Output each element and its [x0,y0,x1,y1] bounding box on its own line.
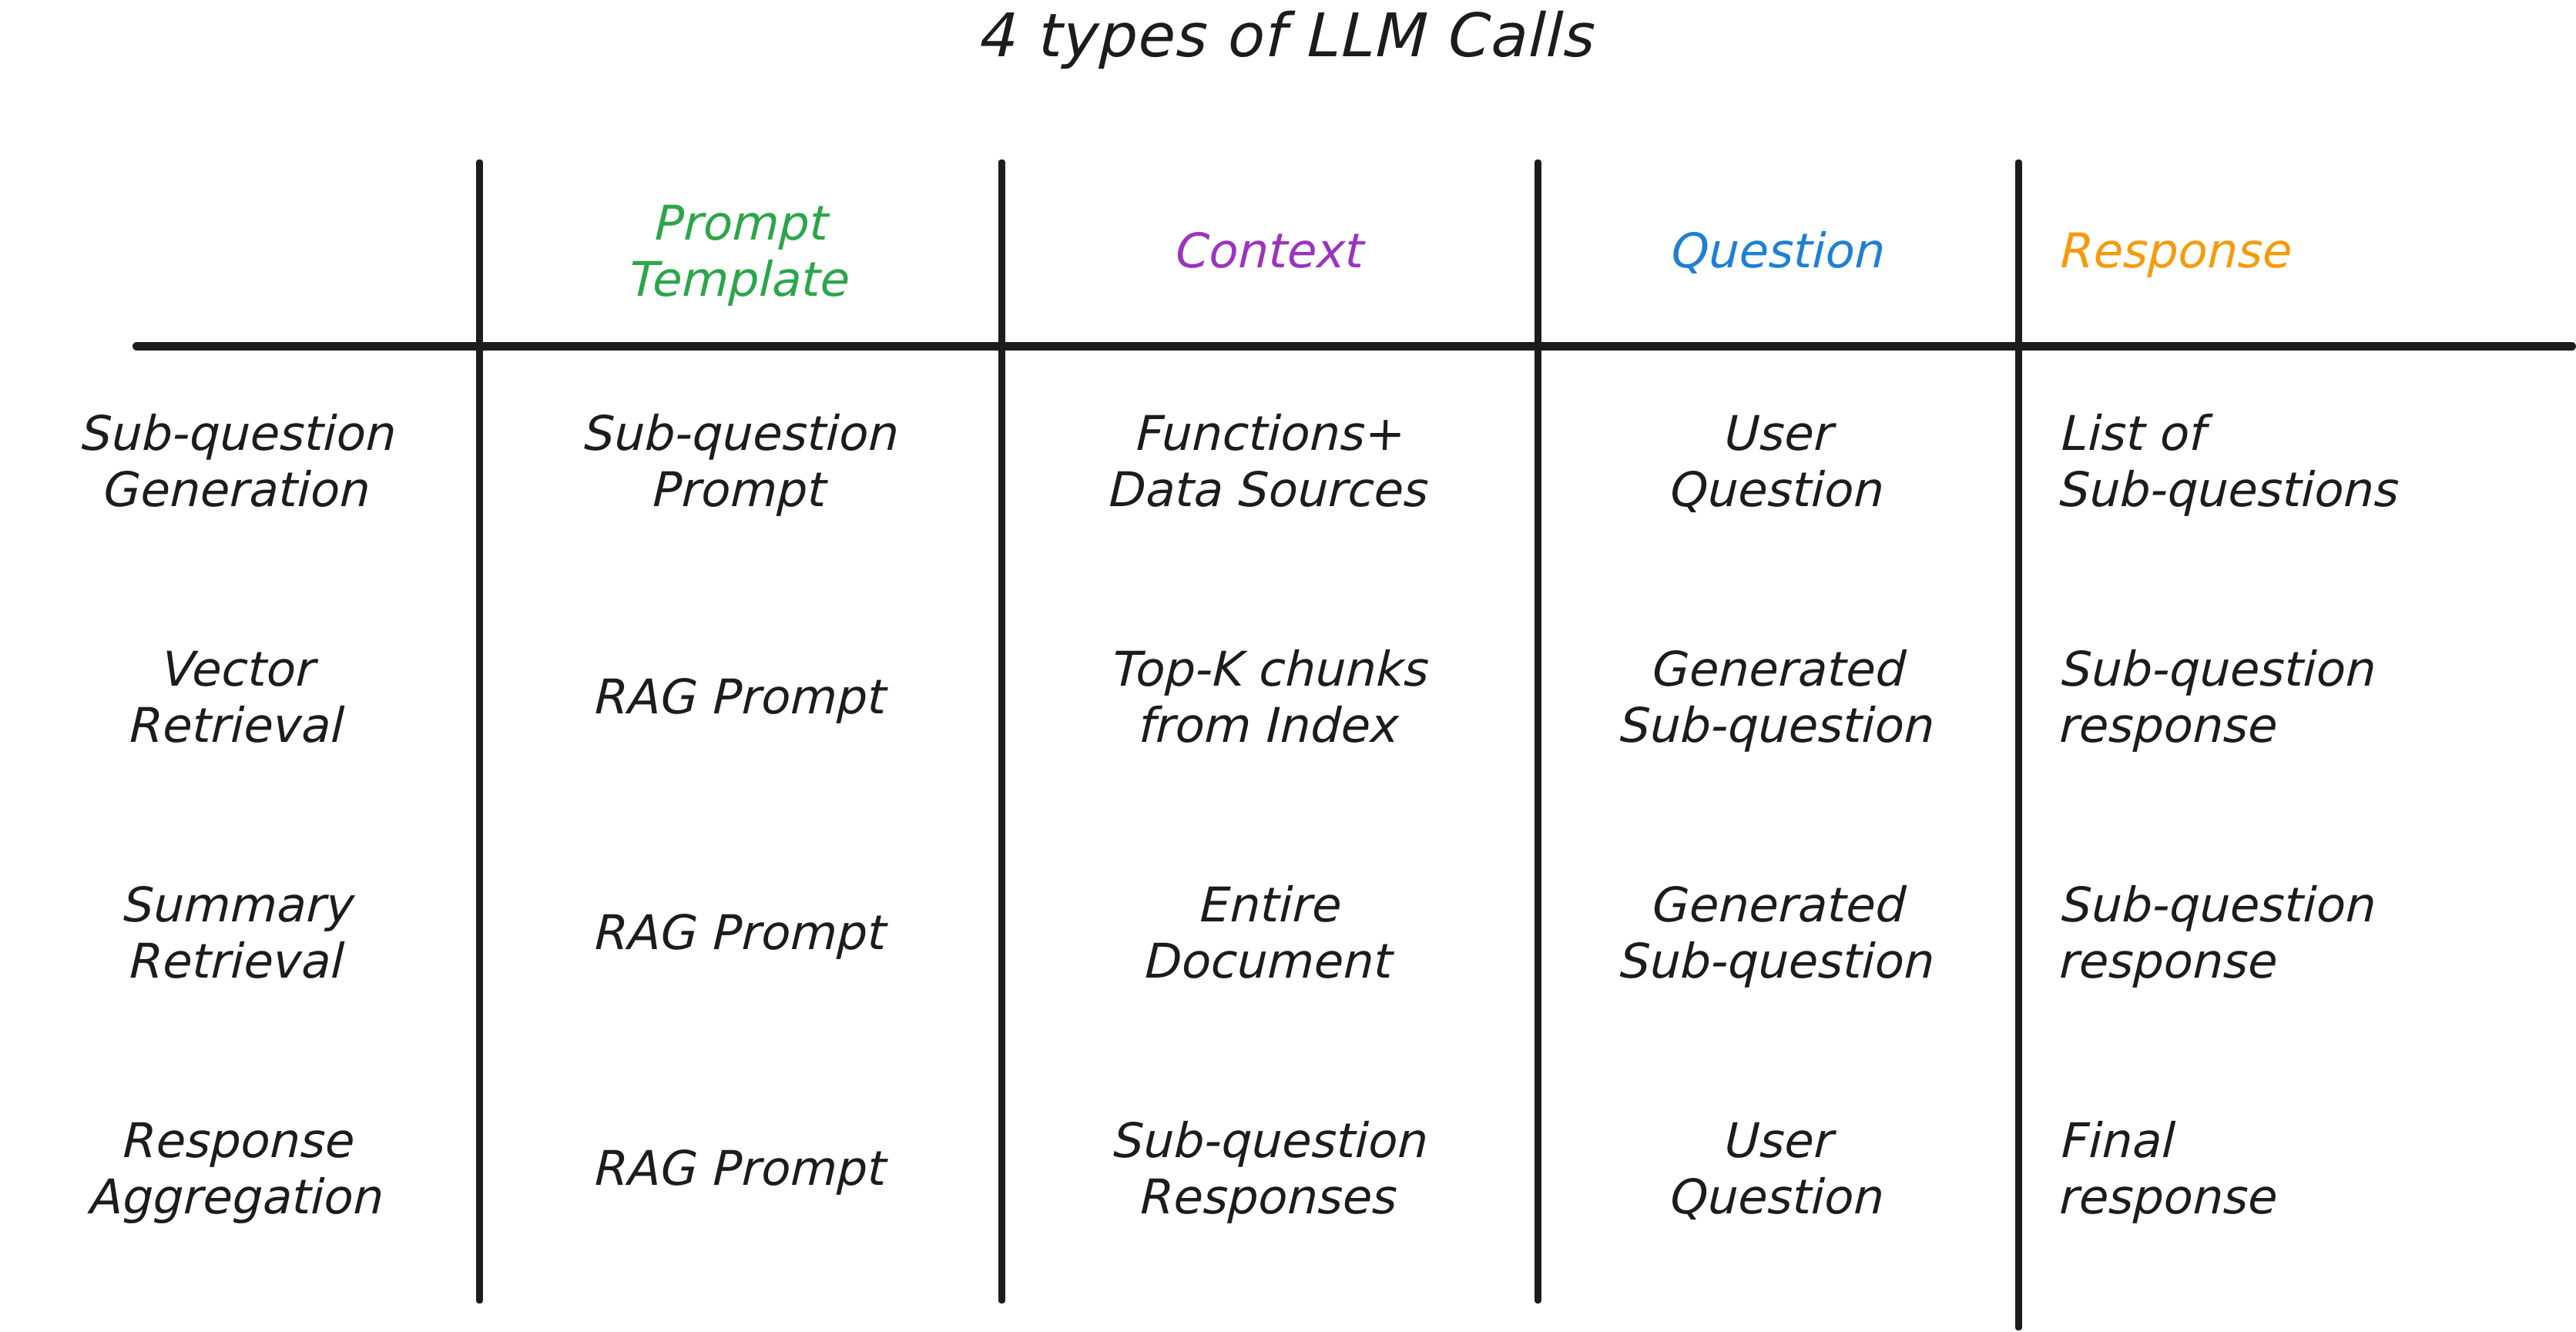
cell-prompt-template-line1: RAG Prompt [594,904,887,961]
row-label-line2: Retrieval [129,697,346,753]
cell-context: Sub-question Responses [1002,1072,1538,1265]
cell-question: User Question [1538,365,2019,558]
row-label-line2: Retrieval [129,933,346,989]
cell-question: User Question [1538,1072,2019,1265]
cell-question-line2: Sub-question [1618,933,1936,989]
cell-context-line2: from Index [1138,697,1400,753]
cell-question-line1: User [1723,1112,1835,1169]
column-header-prompt-template-line1: Prompt [654,194,830,251]
cell-prompt-template: RAG Prompt [480,601,1002,793]
cell-context-line1: Entire [1199,876,1343,933]
cell-response-line2: response [2058,933,2279,989]
cell-question-line1: Generated [1652,876,1907,933]
cell-question-line1: Generated [1652,640,1907,697]
column-header-context: Context [1002,163,1538,339]
column-header-prompt-template: Prompt Template [480,163,1001,339]
column-header-question-label: Question [1670,223,1887,280]
cell-response-line1: Sub-question [2061,640,2377,697]
column-header-response-label: Response [2059,223,2293,280]
cell-response: Sub-question response [2019,601,2576,793]
cell-prompt-template-line1: Sub-question [583,404,901,461]
cell-response: List of Sub-questions [2019,365,2576,558]
cell-prompt-template-line1: RAG Prompt [594,669,887,726]
cell-question-line2: Question [1669,1169,1886,1225]
cell-question: Generated Sub-question [1538,601,2019,793]
header-separator-line [132,342,2576,351]
cell-response-line2: Sub-questions [2058,461,2400,518]
cell-context-line1: Top-K chunks [1112,640,1431,697]
cell-response-line1: Sub-question [2061,876,2377,933]
row-label-line1: Summary [122,876,356,933]
row-label-line2: Aggregation [89,1169,385,1225]
cell-context: Top-K chunks from Index [1002,601,1538,793]
cell-response-line1: Final [2061,1112,2176,1169]
table-row: Summary Retrieval [0,837,479,1029]
cell-context-line2: Document [1144,933,1394,989]
cell-context: Functions+ Data Sources [1002,365,1538,558]
cell-question-line2: Sub-question [1618,697,1936,753]
column-header-question: Question [1538,163,2018,339]
cell-context-line1: Sub-question [1112,1112,1430,1169]
page-title: 4 types of LLM Calls [978,2,1598,71]
cell-question: Generated Sub-question [1538,837,2019,1029]
row-label-line2: Generation [102,461,371,518]
cell-prompt-template-line2: Prompt [652,461,827,518]
cell-question-line2: Question [1669,461,1886,518]
cell-context-line1: Functions+ [1135,404,1407,461]
column-divider-3 [1535,159,1541,1303]
column-divider-4 [2015,159,2022,1330]
cell-prompt-template-line1: RAG Prompt [594,1140,887,1197]
cell-response: Final response [2019,1072,2576,1265]
cell-response: Sub-question response [2019,837,2576,1029]
cell-prompt-template: RAG Prompt [480,1072,1002,1265]
cell-prompt-template: Sub-question Prompt [480,365,1002,558]
cell-context-line2: Data Sources [1108,461,1430,518]
row-label-line1: Vector [161,640,317,697]
cell-context: Entire Document [1002,837,1538,1029]
cell-prompt-template: RAG Prompt [480,837,1002,1029]
cell-question-line1: User [1723,404,1835,461]
column-header-prompt-template-line2: Template [629,251,851,307]
row-label-line1: Sub-question [80,404,397,461]
row-label-line1: Response [122,1112,356,1169]
table-row: Vector Retrieval [0,601,479,793]
cell-response-line1: List of [2061,404,2208,461]
table-row: Sub-question Generation [0,365,479,558]
cell-context-line2: Responses [1139,1169,1398,1225]
column-header-context-label: Context [1175,223,1365,280]
column-divider-1 [476,159,483,1303]
column-divider-2 [998,159,1005,1303]
column-header-response: Response [2019,163,2576,339]
cell-response-line2: response [2058,697,2279,753]
table-row: Response Aggregation [0,1072,479,1265]
cell-response-line2: response [2058,1169,2279,1225]
